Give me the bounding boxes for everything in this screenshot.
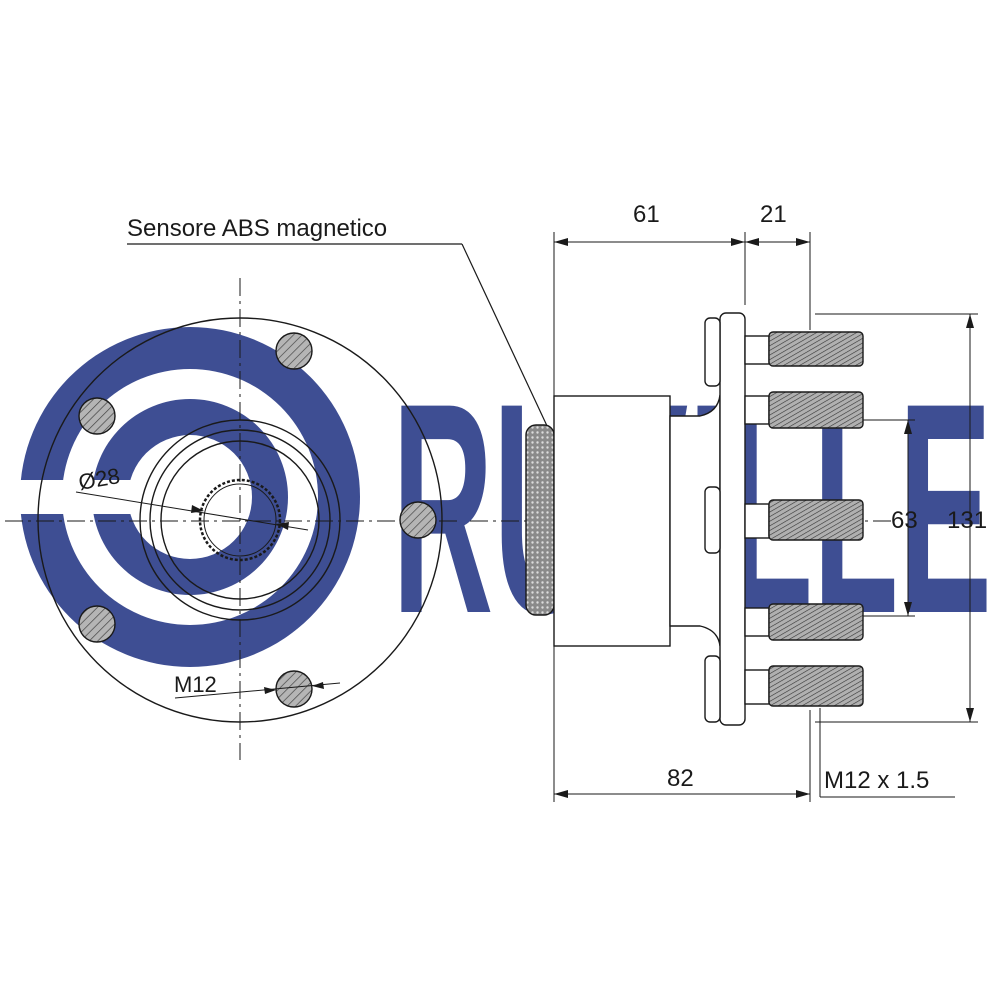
hub-inner-ring (160, 440, 320, 600)
wheel-stud (744, 391, 864, 429)
abs-sensor-leader (127, 243, 549, 429)
bolt-dim-leader (174, 682, 341, 699)
flange-lug (704, 655, 721, 723)
dim-hub-length: 61 (633, 201, 660, 228)
front-bolt-thread-label: M12 (174, 672, 217, 697)
dim-pilot-diameter: 63 (891, 507, 918, 534)
bolt-hole (275, 670, 313, 708)
bore-dim-arrow (191, 505, 204, 513)
dim-flange-to-stud: 21 (760, 201, 787, 228)
abs-encoder-ring (525, 424, 555, 616)
wheel-stud (744, 331, 864, 367)
front-view (5, 278, 460, 760)
wheel-stud (744, 499, 864, 541)
wheel-stud (744, 665, 864, 707)
logo-emblem (12, 327, 360, 667)
flange-lug (704, 486, 721, 554)
bolt-hole (399, 501, 437, 539)
bore-inner (203, 483, 277, 557)
bolt-dim-arrow (312, 682, 324, 689)
bolt-holes (78, 332, 437, 708)
bolt-dim-arrow (264, 687, 276, 694)
bolt-hole (78, 397, 116, 435)
splined-bore (198, 478, 282, 562)
bolt-hole (275, 332, 313, 370)
dim-flange-diameter: 131 (947, 507, 987, 534)
hub-mid-ring (149, 429, 331, 611)
bolt-hole (78, 605, 116, 643)
flange-plate (719, 312, 746, 726)
bearing-housing (553, 395, 671, 647)
bore-dim-arrow (276, 522, 289, 530)
flange-lug (704, 317, 721, 387)
side-view (470, 232, 978, 802)
wheel-stud (744, 603, 864, 641)
dim-overall-length: 82 (667, 765, 694, 792)
flange-outline (37, 317, 443, 723)
abs-sensor-label: Sensore ABS magnetico (127, 215, 387, 242)
hub-outer-ring (139, 419, 341, 621)
stud-thread-label: M12 x 1.5 (824, 767, 929, 794)
wheel-studs (744, 331, 864, 707)
